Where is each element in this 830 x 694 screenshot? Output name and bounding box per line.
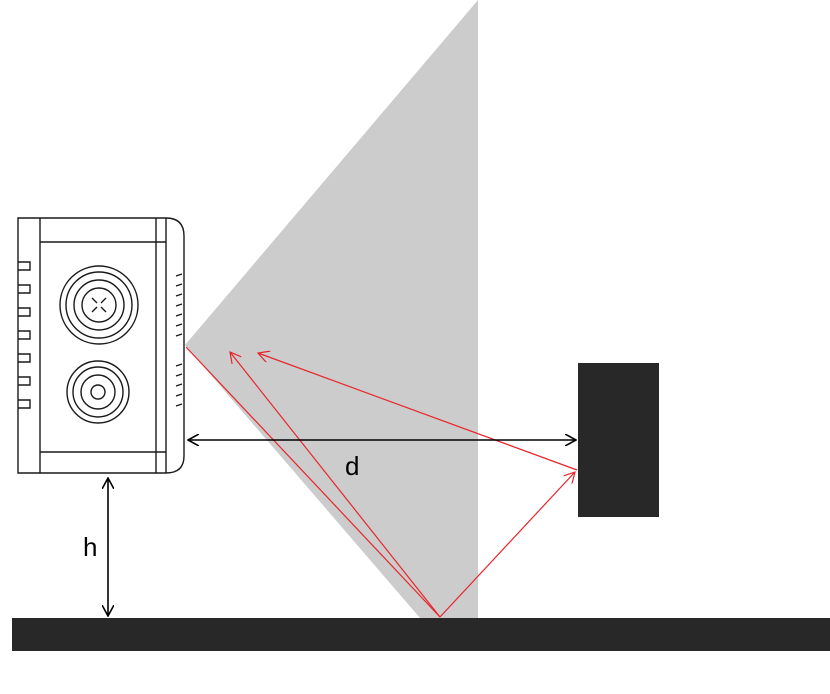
height-label: h	[83, 532, 97, 562]
ray-out-1	[185, 346, 441, 618]
ray-return-2	[258, 353, 578, 471]
ray-to-obstacle	[439, 472, 575, 618]
floor-surface	[12, 618, 830, 651]
bottom-connector-icon	[66, 360, 130, 424]
ray-return-1	[230, 352, 441, 618]
reflection-rays	[185, 346, 578, 618]
obstacle-block	[578, 363, 659, 517]
top-connector-icon	[59, 265, 139, 345]
sensor-device	[17, 217, 185, 474]
field-of-view-cone	[185, 0, 478, 618]
distance-label: d	[345, 451, 359, 481]
